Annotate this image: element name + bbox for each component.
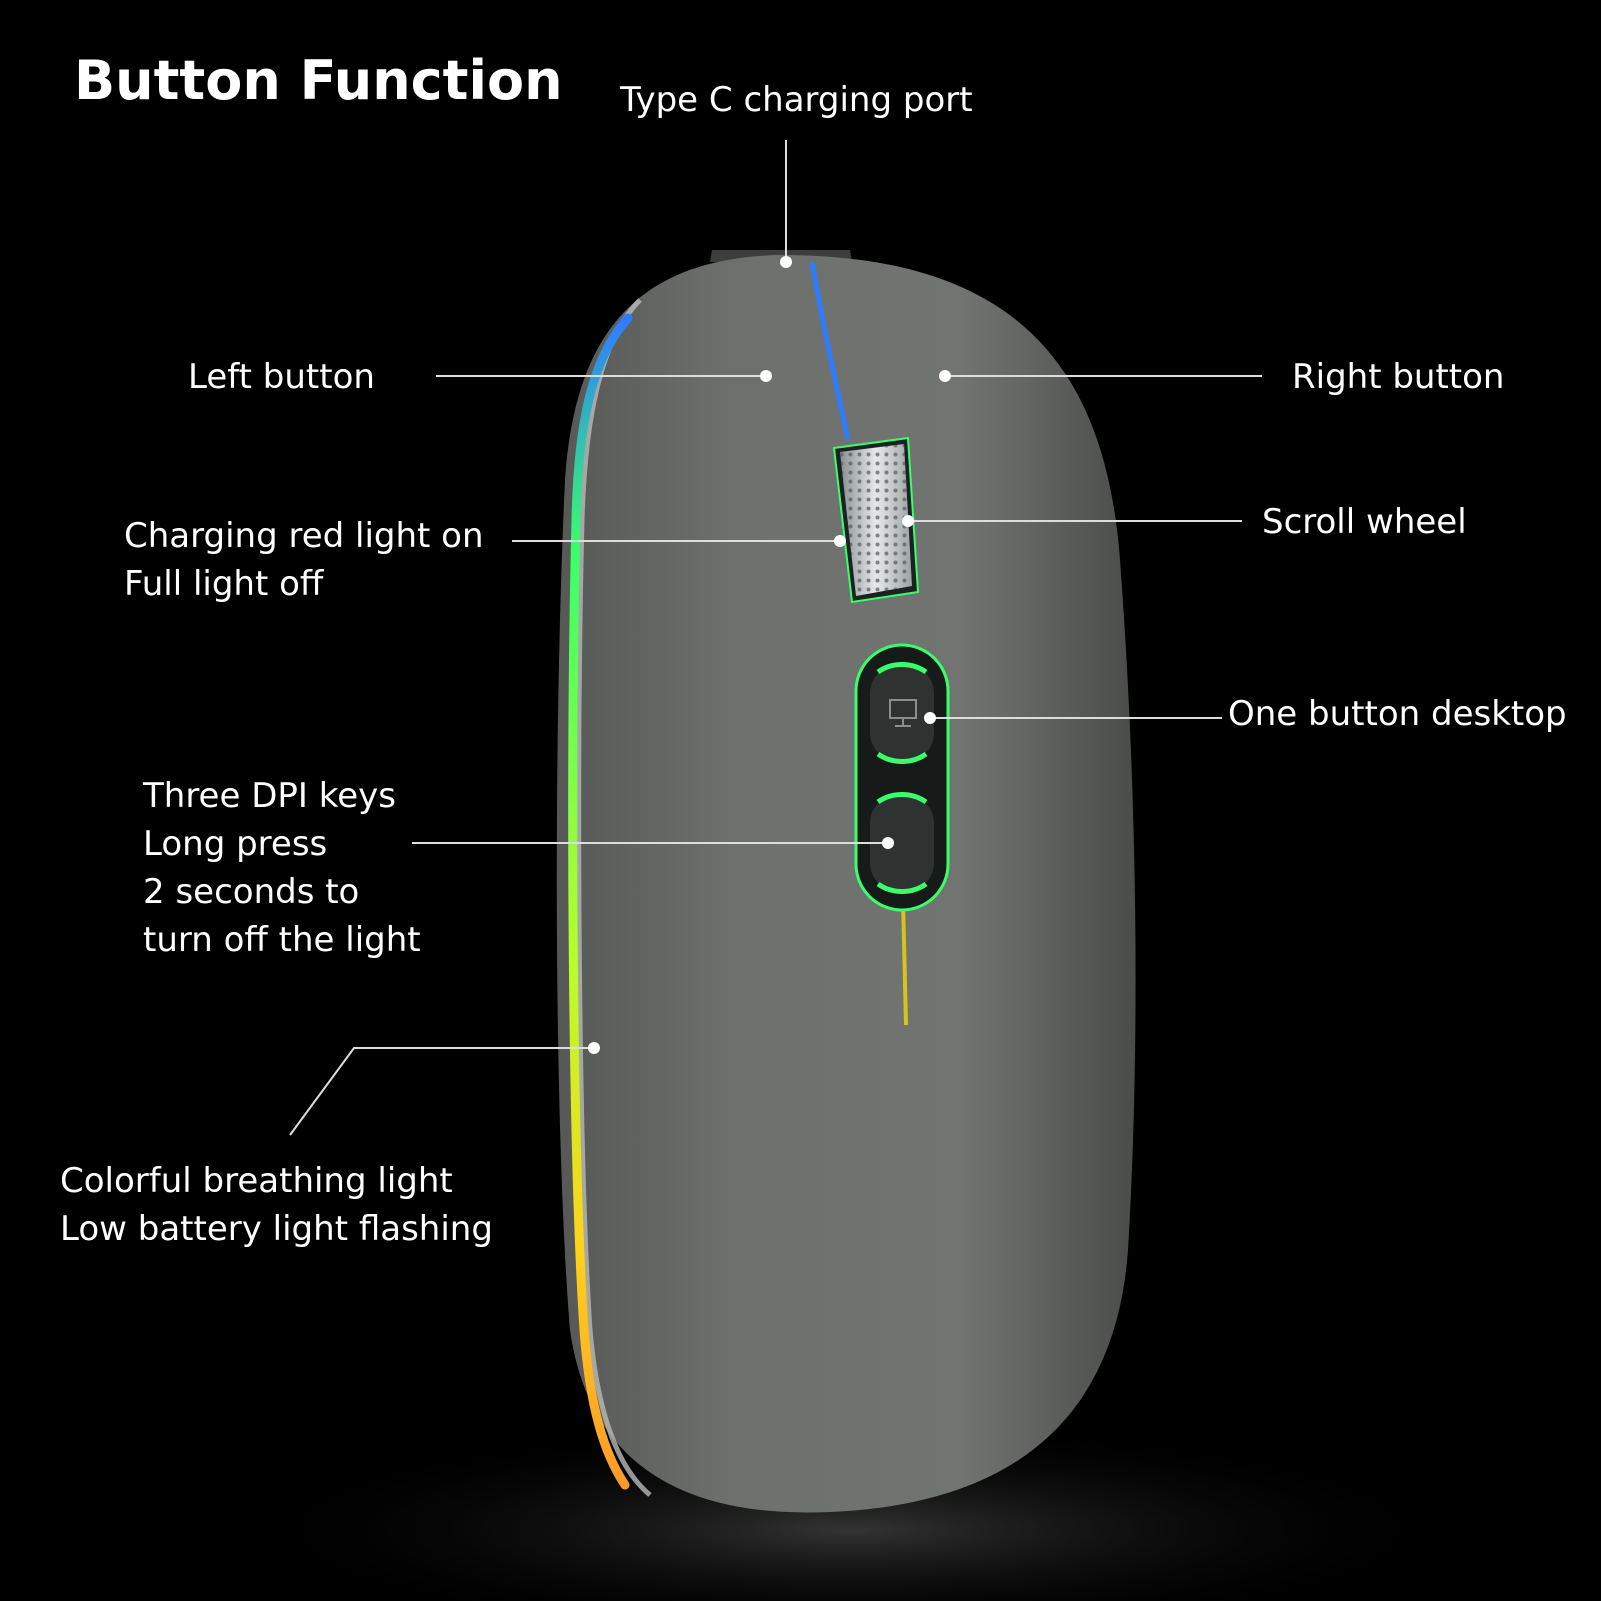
callout-dots [588, 256, 951, 1054]
label-charging-light: Charging red light on Full light off [124, 516, 484, 604]
lower-seam [901, 899, 908, 1026]
button-pill-graphic [854, 643, 950, 912]
label-type-c-port: Type C charging port [620, 80, 973, 120]
label-left-button: Left button [188, 357, 375, 397]
desktop-icon [889, 699, 917, 727]
button-seam [809, 261, 851, 441]
leader-lines [289, 140, 1262, 1136]
page-title: Button Function [74, 49, 563, 112]
side-rim [576, 298, 652, 1497]
label-right-button: Right button [1292, 357, 1505, 397]
rgb-edge-light [568, 313, 633, 1490]
label-one-button-desktop: One button desktop [1228, 694, 1567, 734]
scroll-wheel-graphic [832, 436, 920, 604]
label-scroll-wheel: Scroll wheel [1262, 502, 1467, 542]
mouse-body [556, 255, 1136, 1513]
label-dpi-keys: Three DPI keys Long press 2 seconds to t… [143, 776, 421, 960]
label-breathing-light: Colorful breathing light Low battery lig… [60, 1161, 493, 1249]
